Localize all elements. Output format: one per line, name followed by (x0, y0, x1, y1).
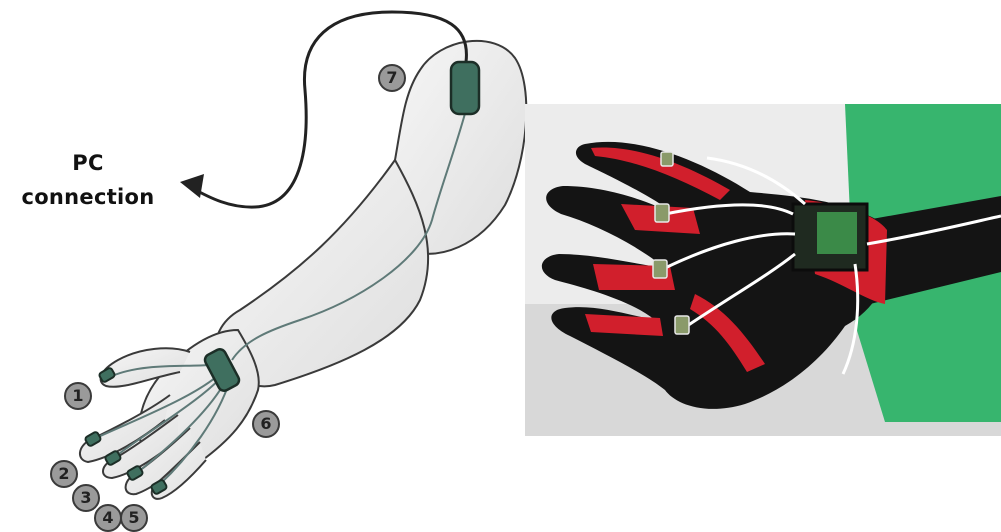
marker-3: 3 (72, 484, 100, 512)
marker-4: 4 (94, 504, 122, 532)
marker-1: 1 (64, 382, 92, 410)
marker-6: 6 (252, 410, 280, 438)
board-chip (817, 212, 857, 254)
glove-photo (525, 104, 1001, 436)
marker-2: 2 (50, 460, 78, 488)
pc-connection-label: PC connection (6, 146, 170, 214)
marker-7: 7 (378, 64, 406, 92)
cable-arrow-icon (180, 174, 204, 198)
pc-label-line-2: connection (6, 180, 170, 214)
sensor-upper-arm (451, 62, 479, 114)
marker-5: 5 (120, 504, 148, 532)
pc-label-line-1: PC (6, 146, 170, 180)
